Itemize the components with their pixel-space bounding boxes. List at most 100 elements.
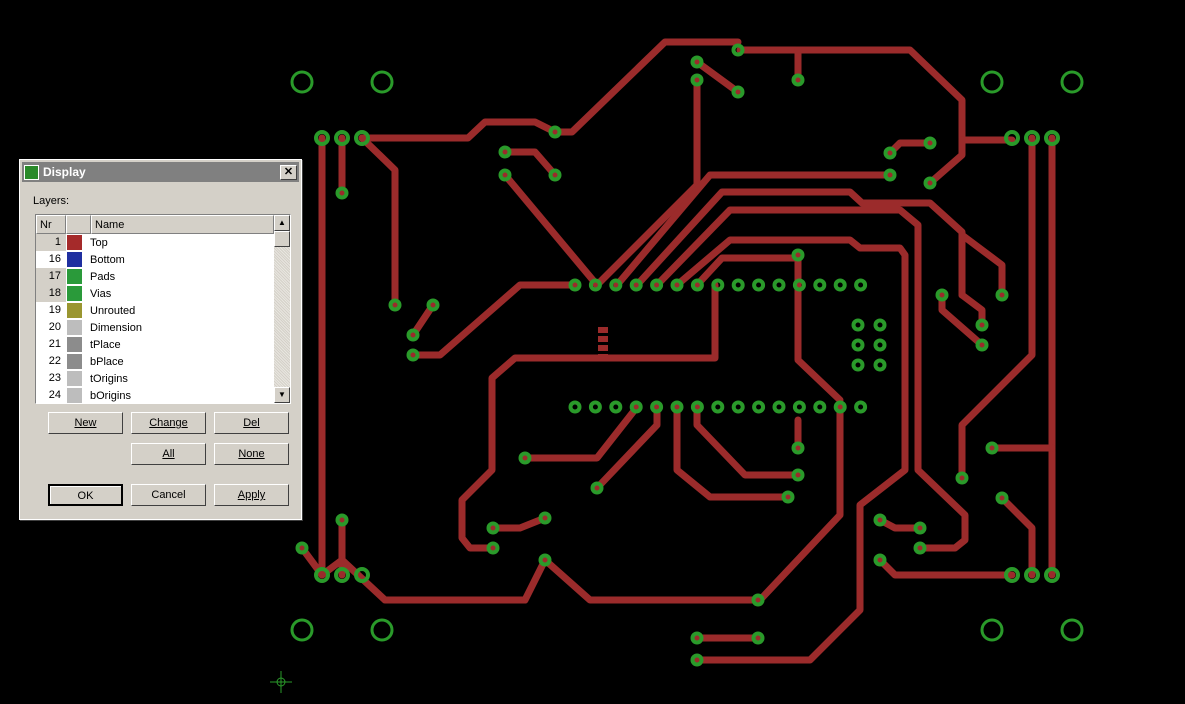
ic-pad: [792, 400, 806, 414]
scroll-down-icon[interactable]: ▼: [274, 387, 290, 403]
connector-pad: [354, 567, 370, 583]
layer-number: 18: [36, 285, 66, 302]
layer-number: 24: [36, 387, 66, 403]
ic-pad: [792, 278, 806, 292]
ic-pad: [711, 278, 725, 292]
app-icon: [24, 164, 39, 180]
del-button[interactable]: Del: [214, 412, 289, 434]
scroll-up-icon[interactable]: ▲: [274, 215, 290, 231]
via-pad: [791, 73, 805, 87]
layer-color-swatch[interactable]: [67, 371, 82, 386]
all-button[interactable]: All: [131, 443, 206, 465]
ic-pad: [670, 278, 684, 292]
via-pad: [781, 490, 795, 504]
layer-name: Dimension: [90, 321, 142, 334]
layer-name: Pads: [90, 270, 116, 283]
ic-pad: [854, 400, 868, 414]
ic-pad: [568, 400, 582, 414]
layer-color-swatch[interactable]: [67, 388, 82, 403]
layer-number: 23: [36, 370, 66, 387]
layer-color-swatch[interactable]: [67, 269, 82, 284]
via-pad: [751, 631, 765, 645]
via-pad: [518, 451, 532, 465]
ic-pad: [650, 278, 664, 292]
via-pad: [851, 358, 865, 372]
via-pad: [498, 145, 512, 159]
origin-cross-icon: [270, 671, 292, 693]
via-pad: [548, 168, 562, 182]
ic-pad: [772, 278, 786, 292]
mounting-hole: [370, 618, 394, 642]
connector-pad: [334, 130, 350, 146]
via-pad: [486, 541, 500, 555]
ic-pad: [731, 400, 745, 414]
change-button[interactable]: Change: [131, 412, 206, 434]
layers-scrollbar[interactable]: ▲ ▼: [274, 215, 290, 403]
new-button[interactable]: New: [48, 412, 123, 434]
apply-button[interactable]: Apply: [214, 484, 289, 506]
layer-name: Vias: [90, 287, 112, 300]
via-pad: [985, 441, 999, 455]
ic-pad: [588, 400, 602, 414]
mounting-hole: [980, 70, 1004, 94]
layer-number: 1: [36, 234, 66, 251]
close-button[interactable]: ✕: [280, 164, 297, 180]
via-pad: [388, 298, 402, 312]
layer-name: Unrouted: [90, 304, 136, 317]
via-pad: [913, 521, 927, 535]
ok-button[interactable]: OK: [48, 484, 123, 506]
ic-pad: [813, 278, 827, 292]
layer-color-swatch[interactable]: [67, 337, 82, 352]
ic-marker: [598, 327, 608, 360]
layer-row[interactable]: 23 tOrigins: [36, 370, 290, 387]
via-pad: [935, 288, 949, 302]
column-header-name[interactable]: Name: [91, 215, 274, 234]
via-pad: [975, 338, 989, 352]
via-pad: [851, 318, 865, 332]
via-pad: [731, 85, 745, 99]
layer-color-swatch[interactable]: [67, 320, 82, 335]
via-pad: [498, 168, 512, 182]
connector-pad: [354, 130, 370, 146]
ic-pad: [690, 400, 704, 414]
via-pad: [975, 318, 989, 332]
connector-pad: [1024, 130, 1040, 146]
layer-color-swatch[interactable]: [67, 303, 82, 318]
via-pad: [406, 348, 420, 362]
layers-label: Layers:: [33, 195, 70, 207]
connector-pad: [314, 567, 330, 583]
via-pad: [751, 593, 765, 607]
layer-color-swatch[interactable]: [67, 252, 82, 267]
mounting-hole: [370, 70, 394, 94]
layer-row[interactable]: 18 Vias: [36, 285, 290, 302]
none-button[interactable]: None: [214, 443, 289, 465]
layer-name: tOrigins: [90, 372, 128, 385]
mounting-hole: [1060, 70, 1084, 94]
column-header-color[interactable]: [66, 215, 91, 234]
layer-number: 22: [36, 353, 66, 370]
dialog-title: Display: [43, 165, 86, 179]
via-pad: [690, 55, 704, 69]
layer-color-swatch[interactable]: [67, 286, 82, 301]
connector-pad: [334, 567, 350, 583]
column-header-nr[interactable]: Nr: [36, 215, 66, 234]
layer-color-swatch[interactable]: [67, 354, 82, 369]
via-pad: [791, 441, 805, 455]
via-pad: [873, 553, 887, 567]
cancel-button[interactable]: Cancel: [131, 484, 206, 506]
dialog-title-bar[interactable]: Display ✕: [22, 162, 299, 182]
layer-color-swatch[interactable]: [67, 235, 82, 250]
scroll-thumb[interactable]: [274, 231, 290, 247]
ic-pad: [568, 278, 582, 292]
